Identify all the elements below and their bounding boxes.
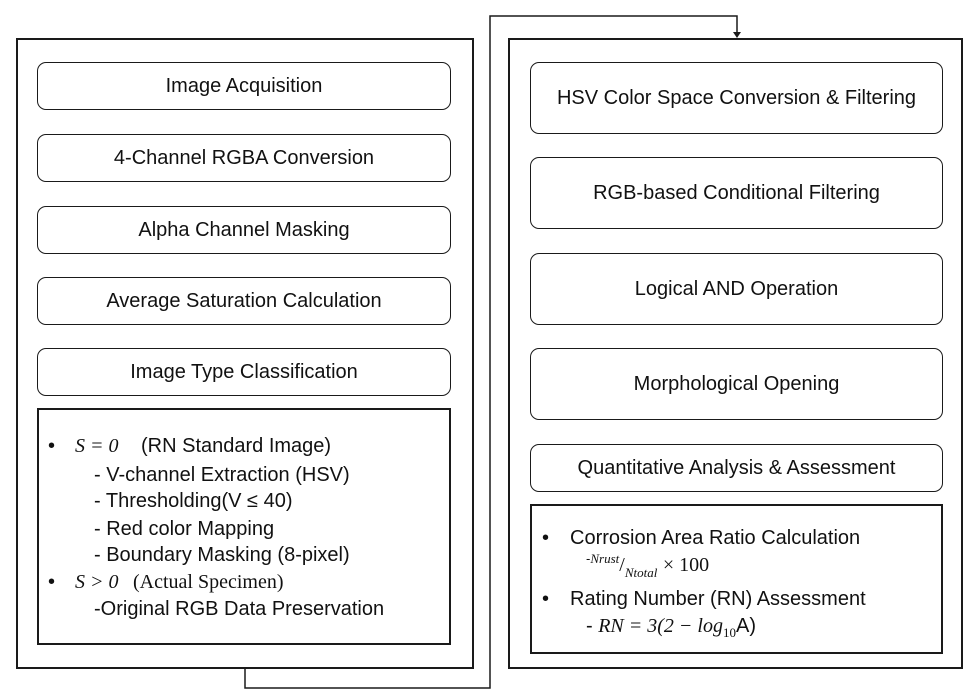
case-label: (RN Standard Image): [141, 435, 332, 457]
step-quantitative-analysis: Quantitative Analysis & Assessment: [530, 444, 943, 492]
step-alpha-masking: Alpha Channel Masking: [37, 206, 451, 254]
step-rgba-conversion: 4-Channel RGBA Conversion: [37, 134, 451, 182]
sub-item: - V-channel Extraction (HSV): [94, 464, 350, 486]
arrow-down-icon: [733, 32, 741, 38]
step-image-type-classification: Image Type Classification: [37, 348, 451, 396]
sub-item: - Boundary Masking (8-pixel): [94, 544, 350, 566]
corrosion-ratio-label: Corrosion Area Ratio Calculation: [570, 527, 861, 549]
condition-s-zero: S = 0: [75, 435, 119, 457]
step-rgb-filtering: RGB-based Conditional Filtering: [530, 157, 943, 229]
sub-item: - Red color Mapping: [94, 518, 275, 540]
rn-formula: - RN = 3(2 − log10A): [586, 615, 756, 640]
bullet: •: [542, 527, 550, 549]
bullet: •: [48, 571, 56, 593]
classification-detail-box: • S = 0 (RN Standard Image) - V-channel …: [37, 408, 451, 645]
step-morphological-opening: Morphological Opening: [530, 348, 943, 420]
step-avg-saturation: Average Saturation Calculation: [37, 277, 451, 325]
step-logical-and: Logical AND Operation: [530, 253, 943, 325]
case-label: (Actual Specimen): [133, 571, 284, 593]
assessment-detail-box: • Corrosion Area Ratio Calculation -Nrus…: [530, 504, 943, 654]
sub-item: -Original RGB Data Preservation: [94, 598, 385, 620]
condition-s-positive: S > 0: [75, 571, 119, 593]
bullet: •: [48, 435, 56, 457]
rn-assessment-label: Rating Number (RN) Assessment: [570, 588, 866, 610]
bullet: •: [542, 588, 550, 610]
ratio-formula: -Nrust/Ntotal × 100: [586, 551, 710, 580]
step-image-acquisition: Image Acquisition: [37, 62, 451, 110]
sub-item: - Thresholding(V ≤ 40): [94, 490, 293, 512]
step-hsv-filtering: HSV Color Space Conversion & Filtering: [530, 62, 943, 134]
